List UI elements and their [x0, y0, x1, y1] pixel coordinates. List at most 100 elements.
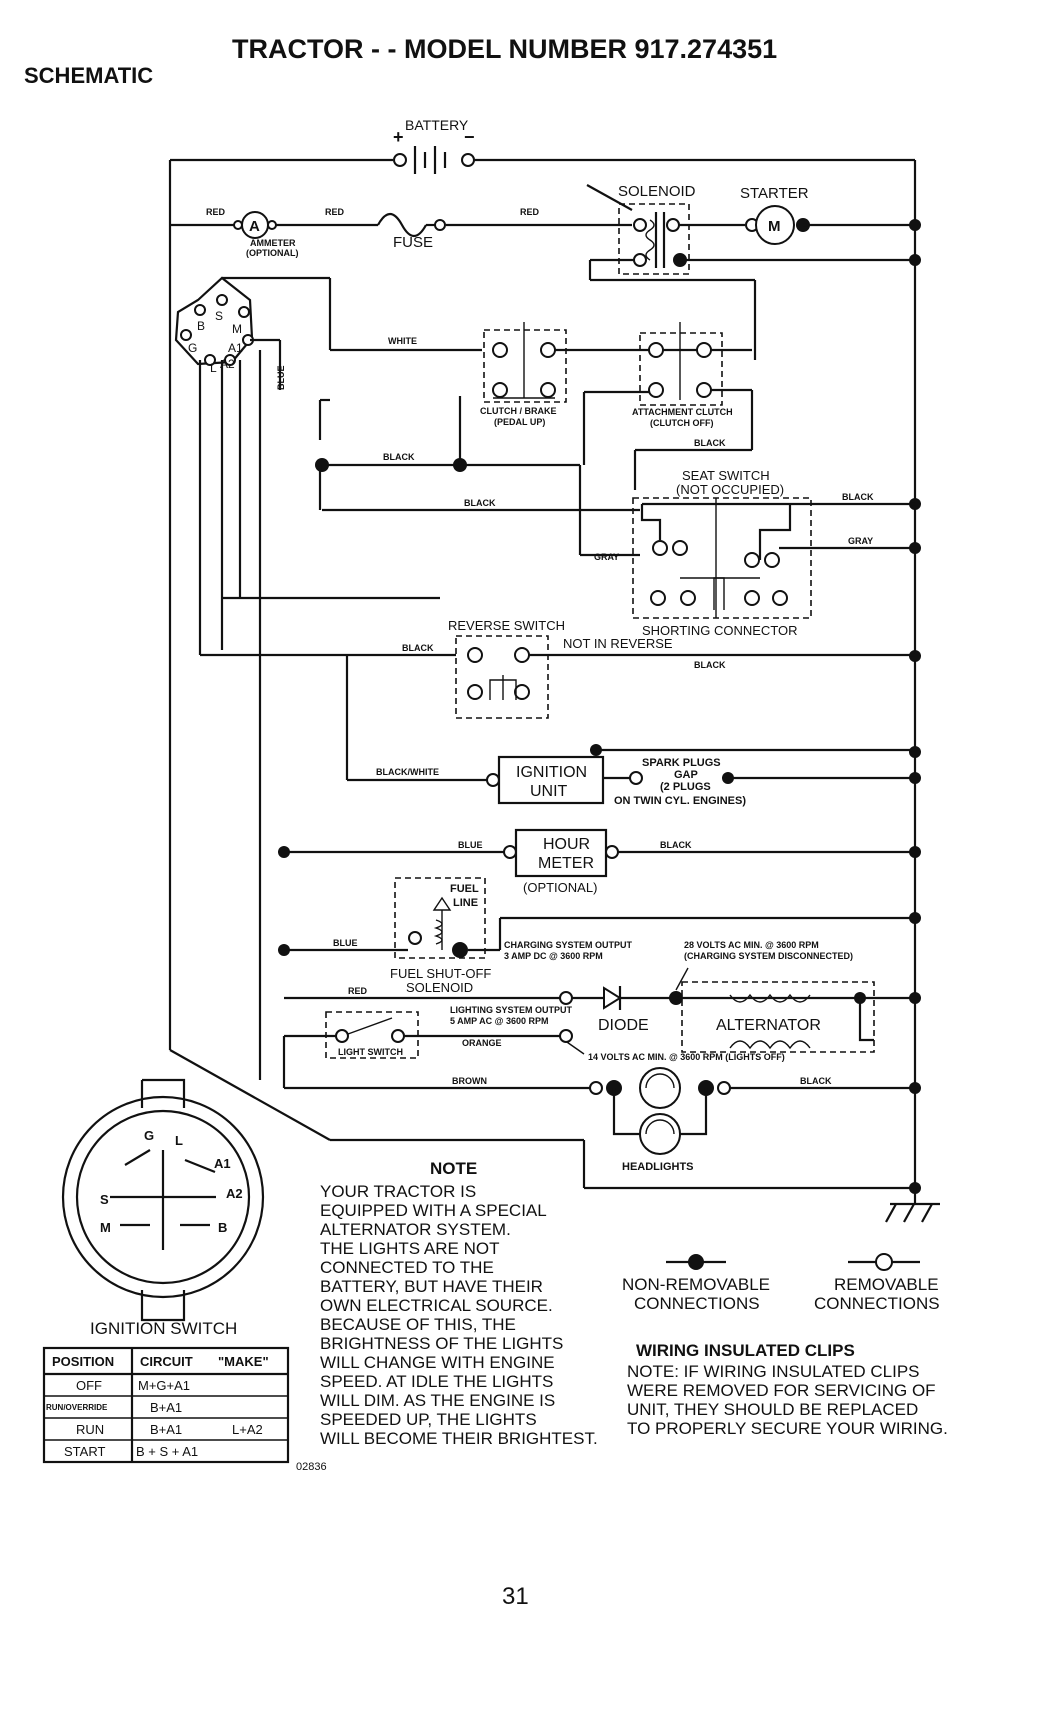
svg-text:−: −	[464, 127, 475, 147]
svg-text:RUN/OVERRIDE: RUN/OVERRIDE	[46, 1403, 108, 1412]
seat-switch-label: SEAT SWITCH	[682, 468, 770, 483]
svg-text:OWN ELECTRICAL SOURCE.: OWN ELECTRICAL SOURCE.	[320, 1296, 553, 1315]
hour-meter-label: HOUR	[543, 836, 590, 853]
svg-text:WIRING INSULATED CLIPS: WIRING INSULATED CLIPS	[636, 1341, 855, 1360]
svg-text:M: M	[768, 218, 781, 235]
svg-text:BLACK: BLACK	[842, 492, 874, 502]
svg-text:UNIT, THEY SHOULD BE REPLACED: UNIT, THEY SHOULD BE REPLACED	[627, 1400, 918, 1419]
svg-text:RED: RED	[520, 207, 540, 217]
clutch-brake-label: CLUTCH / BRAKE	[480, 406, 557, 416]
starter-motor: STARTER M	[679, 185, 915, 245]
main-wiring: A RED RED RED AMMETER (OPTIONAL) FUSE	[168, 160, 917, 1190]
svg-text:BLUE: BLUE	[333, 938, 358, 948]
svg-text:BLUE: BLUE	[458, 840, 483, 850]
svg-text:BLACK: BLACK	[694, 438, 726, 448]
ignition-unit: BLACK/WHITE IGNITION UNIT SPARK PLUGS GA…	[345, 655, 915, 807]
headlights: BROWN BLACK HEADLIGHTS	[284, 1067, 915, 1173]
svg-text:CIRCUIT: CIRCUIT	[140, 1354, 193, 1369]
starter-label: STARTER	[740, 185, 809, 202]
svg-text:ON TWIN CYL. ENGINES): ON TWIN CYL. ENGINES)	[614, 795, 746, 807]
seat-switch: SEAT SWITCH (NOT OCCUPIED) BLACK GRAY GR…	[594, 468, 915, 638]
svg-text:BLACK: BLACK	[383, 452, 415, 462]
svg-text:BLACK/WHITE: BLACK/WHITE	[376, 767, 439, 777]
reverse-switch: REVERSE SWITCH NOT IN REVERSE	[448, 618, 673, 719]
svg-text:(OPTIONAL): (OPTIONAL)	[523, 880, 597, 895]
svg-text:BATTERY: BATTERY	[405, 117, 469, 133]
svg-text:BLUE: BLUE	[276, 366, 286, 391]
svg-text:14 VOLTS AC MIN. @ 3600 RPM (L: 14 VOLTS AC MIN. @ 3600 RPM (LIGHTS OFF)	[588, 1052, 785, 1062]
svg-text:A1: A1	[214, 1156, 231, 1171]
svg-text:5 AMP AC @ 3600 RPM: 5 AMP AC @ 3600 RPM	[450, 1016, 548, 1026]
svg-text:BROWN: BROWN	[452, 1076, 487, 1086]
svg-text:CHARGING SYSTEM OUTPUT: CHARGING SYSTEM OUTPUT	[504, 940, 633, 950]
svg-text:SPEED. AT IDLE THE LIGHTS: SPEED. AT IDLE THE LIGHTS	[320, 1372, 553, 1391]
svg-text:BLACK: BLACK	[464, 498, 496, 508]
fuel-shutoff-solenoid: FUEL LINE BLUE FUEL SHUT-OFF SOLENOID	[278, 877, 915, 995]
diode-label: DIODE	[598, 1017, 649, 1034]
note-heading: NOTE	[430, 1159, 477, 1178]
svg-text:LINE: LINE	[453, 897, 478, 909]
svg-text:NOTE: IF WIRING INSULATED CLIP: NOTE: IF WIRING INSULATED CLIPS	[627, 1362, 920, 1381]
svg-text:3 AMP DC @ 3600 RPM: 3 AMP DC @ 3600 RPM	[504, 951, 603, 961]
svg-text:S: S	[215, 309, 223, 323]
svg-text:(PEDAL UP): (PEDAL UP)	[494, 417, 545, 427]
ignition-unit-label: IGNITION	[516, 764, 587, 781]
svg-text:POSITION: POSITION	[52, 1354, 114, 1369]
ammeter-symbol: A	[249, 218, 260, 235]
wiring-clips-note: WIRING INSULATED CLIPS NOTE: IF WIRING I…	[627, 1341, 948, 1438]
svg-text:B+A1: B+A1	[150, 1422, 182, 1437]
not-in-reverse-label: NOT IN REVERSE	[563, 636, 673, 651]
svg-text:WERE REMOVED FOR SERVICING OF: WERE REMOVED FOR SERVICING OF	[627, 1381, 936, 1400]
svg-text:L: L	[210, 361, 217, 375]
svg-text:YOUR TRACTOR IS: YOUR TRACTOR IS	[320, 1182, 476, 1201]
svg-text:B: B	[218, 1220, 227, 1235]
charging-system: CHARGING SYSTEM OUTPUT 3 AMP DC @ 3600 R…	[284, 940, 915, 1062]
svg-text:GRAY: GRAY	[594, 552, 619, 562]
svg-text:(NOT OCCUPIED): (NOT OCCUPIED)	[676, 482, 784, 497]
svg-text:M: M	[100, 1220, 111, 1235]
svg-text:THE LIGHTS ARE NOT: THE LIGHTS ARE NOT	[320, 1239, 499, 1258]
ground-wires: BLACK BLACK BLACK	[200, 498, 915, 670]
svg-text:CONNECTED TO THE: CONNECTED TO THE	[320, 1258, 494, 1277]
ignition-switch-title: IGNITION SWITCH	[90, 1319, 237, 1338]
svg-text:GRAY: GRAY	[848, 536, 873, 546]
svg-text:REMOVABLE: REMOVABLE	[834, 1275, 939, 1294]
svg-text:B + S + A1: B + S + A1	[136, 1444, 198, 1459]
svg-text:ALTERNATOR SYSTEM.: ALTERNATOR SYSTEM.	[320, 1220, 511, 1239]
svg-text:"MAKE": "MAKE"	[218, 1354, 269, 1369]
svg-text:NON-REMOVABLE: NON-REMOVABLE	[622, 1275, 770, 1294]
connection-legend: NON-REMOVABLE CONNECTIONS REMOVABLE CONN…	[622, 1253, 940, 1313]
svg-text:BLACK: BLACK	[694, 660, 726, 670]
ignition-switch-connector: B S M G A1 L A2 BLUE	[174, 276, 482, 1080]
svg-text:(CHARGING SYSTEM DISCONNECTED): (CHARGING SYSTEM DISCONNECTED)	[684, 951, 853, 961]
svg-text:METER: METER	[538, 855, 594, 872]
ignition-switch-table: POSITION CIRCUIT "MAKE" OFF M+G+A1 RUN/O…	[42, 1346, 327, 1473]
spark-plugs-label: SPARK PLUGS	[642, 757, 721, 769]
svg-text:(CLUTCH OFF): (CLUTCH OFF)	[650, 418, 713, 428]
page-title: TRACTOR - - MODEL NUMBER 917.274351	[232, 34, 777, 64]
svg-text:ORANGE: ORANGE	[462, 1038, 502, 1048]
svg-text:WILL BECOME THEIR BRIGHTEST.: WILL BECOME THEIR BRIGHTEST.	[320, 1429, 598, 1448]
svg-text:A2: A2	[226, 1186, 243, 1201]
svg-text:OFF: OFF	[76, 1378, 102, 1393]
svg-text:+: +	[393, 127, 404, 147]
svg-text:G: G	[188, 341, 197, 355]
hour-meter: BLUE HOUR METER (OPTIONAL) BLACK	[278, 828, 915, 895]
ground-symbol	[885, 1188, 940, 1223]
light-switch-label: LIGHT SWITCH	[338, 1047, 403, 1057]
svg-text:EQUIPPED WITH A SPECIAL: EQUIPPED WITH A SPECIAL	[320, 1201, 547, 1220]
svg-text:RUN: RUN	[76, 1422, 104, 1437]
svg-text:BECAUSE OF THIS, THE: BECAUSE OF THIS, THE	[320, 1315, 516, 1334]
svg-text:BRIGHTNESS OF THE LIGHTS: BRIGHTNESS OF THE LIGHTS	[320, 1334, 563, 1353]
svg-text:M+G+A1: M+G+A1	[138, 1378, 190, 1393]
svg-text:L+A2: L+A2	[232, 1422, 263, 1437]
svg-text:BLACK: BLACK	[402, 643, 434, 653]
svg-text:CONNECTIONS: CONNECTIONS	[634, 1294, 760, 1313]
svg-text:L: L	[175, 1133, 183, 1148]
solenoid: SOLENOID	[586, 183, 915, 360]
svg-text:A2: A2	[220, 357, 235, 371]
svg-text:WHITE: WHITE	[388, 336, 417, 346]
svg-text:GAP: GAP	[674, 769, 698, 781]
svg-text:A1: A1	[228, 341, 243, 355]
